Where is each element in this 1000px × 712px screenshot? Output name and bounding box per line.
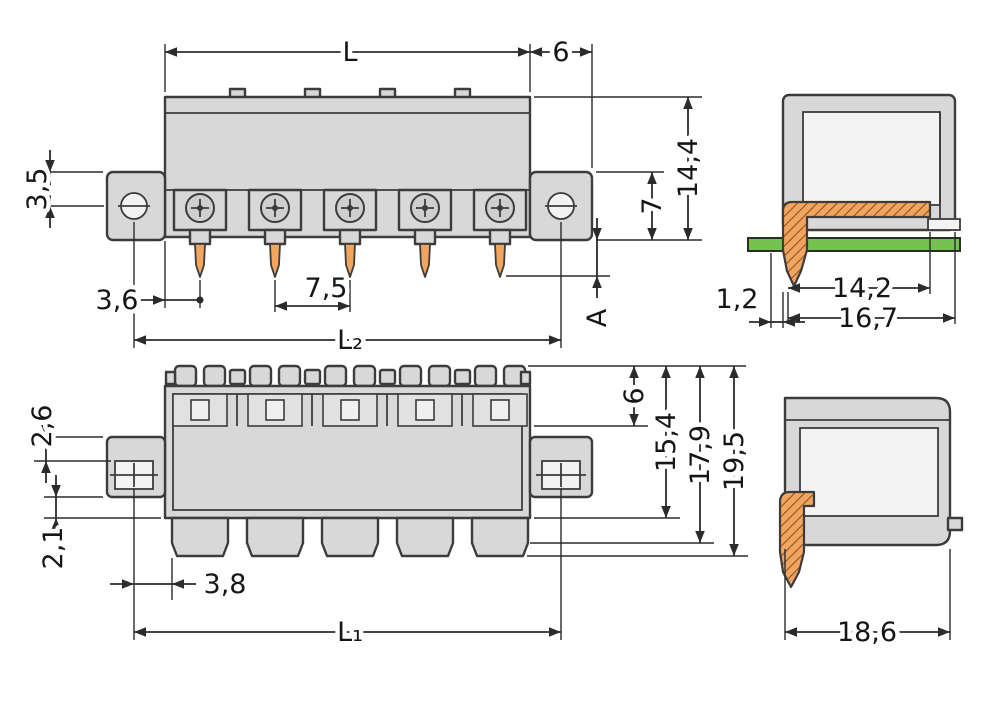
dim-2-6: 2,6 <box>27 405 58 448</box>
dim-18-6: 18,6 <box>837 617 897 648</box>
latch-nub <box>946 516 964 532</box>
side-view-plugged: 1,2 14,2 16,7 <box>711 93 961 339</box>
side-view-unplugged: 18,6 <box>778 396 964 653</box>
dim-L2: L₂ <box>337 325 363 356</box>
contact-pin-bent <box>781 200 932 288</box>
dim-3-8: 3,8 <box>204 569 247 600</box>
dim-17-9: 17,9 <box>685 425 716 485</box>
dim-19-5: 19,5 <box>719 431 750 491</box>
solder-pin-side <box>778 490 816 589</box>
dim-6-flange: 6 <box>552 37 569 68</box>
dim-7: 7 <box>637 197 668 214</box>
dim-14-2: 14,2 <box>832 273 892 304</box>
dim-16-7: 16,7 <box>838 303 898 334</box>
front-view: L 6 3,5 14,4 7 A 3,6 7,5 L₂ <box>18 33 709 361</box>
dim-A: A <box>582 308 613 327</box>
dim-3-6: 3,6 <box>96 285 139 316</box>
dim-1-2: 1,2 <box>716 284 759 315</box>
pcb <box>747 237 961 252</box>
dim-15-4: 15,4 <box>651 412 682 472</box>
dim-L1: L₁ <box>337 617 363 648</box>
dim-7-5: 7,5 <box>305 273 348 304</box>
dim-14-4: 14,4 <box>673 138 704 198</box>
dim-3-5: 3,5 <box>22 168 53 211</box>
dim-2-1: 2,1 <box>38 527 69 570</box>
pin-blade <box>927 218 961 231</box>
top-view: 2,6 2,1 6 15,4 17,9 19,5 3,8 L₁ <box>23 364 755 653</box>
dim-6-top: 6 <box>619 387 650 404</box>
dim-L: L <box>342 37 357 68</box>
